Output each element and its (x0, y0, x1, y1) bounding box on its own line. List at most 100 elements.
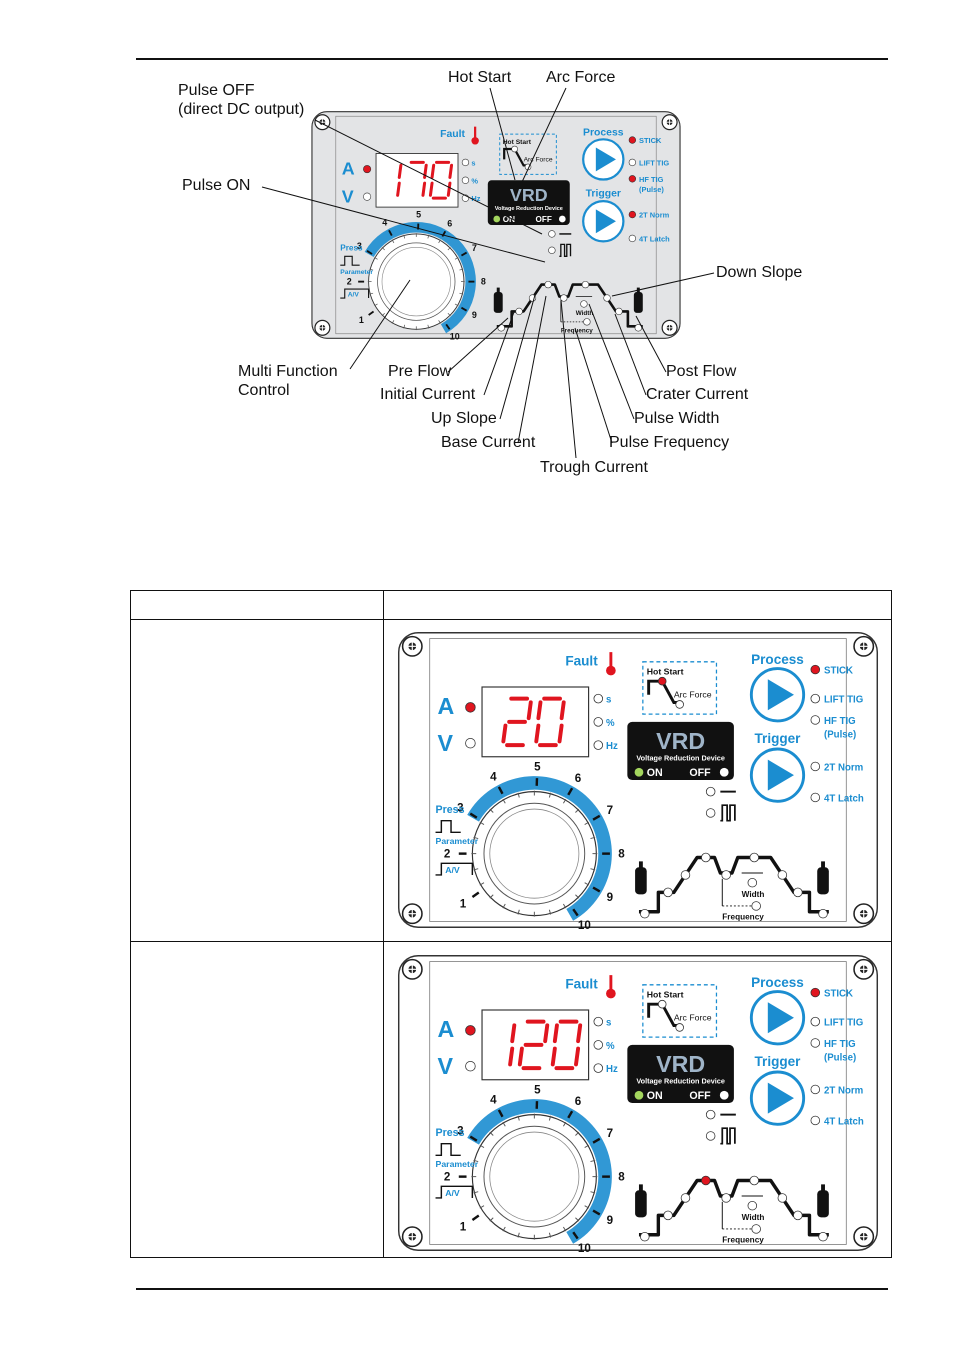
dial-tick (366, 250, 373, 255)
hot-start-label: Hot Start (647, 666, 684, 676)
dial-knob-face (489, 808, 580, 899)
width-led (580, 300, 588, 308)
vrd-off-led (719, 1090, 729, 1100)
dial-number: 9 (607, 1214, 614, 1227)
display-segment (517, 1046, 524, 1067)
hf-tig-sub-label: (Pulse) (824, 1052, 856, 1063)
dial-grip-line (473, 868, 479, 871)
dial-grip-line (489, 1217, 494, 1222)
width-label: Width (742, 1213, 765, 1222)
up-slope-led (680, 1193, 691, 1203)
dial-grip-line (374, 303, 378, 307)
dial-grip-line (548, 1115, 552, 1121)
dial-number: 6 (575, 772, 582, 785)
up-slope-led (680, 870, 691, 880)
dial-grip-line (427, 234, 430, 239)
dial-grip-line (391, 320, 395, 324)
dial-grip-line (575, 1131, 580, 1136)
dial-grip-line (575, 1217, 580, 1222)
dial-number: 6 (447, 219, 452, 229)
pre-flow-led (640, 1231, 650, 1242)
dial-number: 5 (416, 210, 421, 220)
dial-grip-line (459, 268, 464, 271)
callout-multi-function: Multi Function (238, 363, 338, 380)
screw-icon (853, 958, 875, 980)
panel-inner-frame (429, 961, 847, 1245)
crater-current-led (793, 887, 803, 898)
dial-number: 4 (490, 771, 497, 784)
dial-number: 8 (618, 848, 625, 861)
fault-label: Fault (440, 129, 465, 140)
dial-grip-line (391, 239, 395, 244)
peak-current-led (749, 1175, 759, 1186)
play-icon (767, 1082, 794, 1114)
pulse-off-led (705, 1109, 716, 1120)
display-segment (534, 723, 541, 744)
width-led (747, 877, 758, 888)
dial-tick (445, 323, 451, 330)
trough-current-led (721, 870, 731, 880)
table-row-divider (131, 941, 891, 942)
process-label: Process (751, 652, 804, 667)
post-flow-led (634, 324, 642, 332)
vrd-block (627, 1044, 734, 1103)
display-segment (397, 163, 403, 179)
dial-grip-line (502, 903, 506, 909)
dial-grip-line (590, 1159, 596, 1163)
fault-label: Fault (565, 977, 598, 992)
callout-trough-current: Trough Current (540, 459, 648, 476)
unit-s-label: s (606, 1018, 611, 1029)
4t-latch-led (810, 792, 821, 803)
dial-number: 3 (457, 1124, 464, 1137)
gas-bottle-valve (638, 861, 643, 869)
stick-led (810, 664, 821, 675)
width-led (747, 1200, 758, 1211)
initial-current-led (663, 887, 673, 898)
vrd-block (487, 180, 570, 225)
lift-tig-led (628, 158, 637, 167)
dial-number: 10 (578, 1242, 591, 1255)
arc-force-label: Arc Force (674, 1013, 712, 1023)
dial-grip-line (517, 909, 520, 915)
dial-tick (592, 886, 601, 893)
display-segment (508, 1046, 515, 1067)
dial-number: 7 (472, 243, 477, 253)
hf-tig-led (810, 1038, 821, 1048)
vrd-off-label: OFF (535, 215, 551, 224)
screw-icon (853, 1226, 875, 1248)
vrd-off-label: OFF (689, 767, 711, 779)
vrd-logo: VRD (656, 728, 705, 754)
dial-grip-line (369, 268, 374, 271)
width-label: Width (576, 310, 594, 317)
table-column-divider (383, 591, 384, 1257)
screw-icon (401, 958, 423, 980)
dial-grip-line (575, 808, 580, 813)
4t-latch-label: 4T Latch (824, 1116, 864, 1127)
post-flow-led (818, 908, 828, 919)
av-icon (340, 288, 370, 299)
frequency-label: Frequency (561, 327, 593, 334)
av-label: A/V (445, 1188, 460, 1198)
seven-segment-display (481, 1009, 590, 1081)
gas-bottle-icon (635, 867, 647, 895)
unit-s-led (593, 693, 604, 704)
dial-grip-line (502, 1226, 506, 1232)
stick-label: STICK (824, 665, 853, 676)
unit-percent-label: % (471, 176, 478, 185)
callout-initial-current: Initial Current (380, 386, 476, 403)
dial-grip-line (562, 903, 567, 909)
dial-number: 6 (575, 1095, 582, 1108)
dial-number: 5 (534, 760, 541, 773)
av-label: A/V (445, 865, 460, 875)
amp-label: A (437, 1016, 454, 1042)
dial-grip-line (454, 257, 459, 260)
dial-grip-line (438, 239, 441, 244)
base-current-led (701, 1175, 711, 1186)
arc-force-led (675, 1023, 684, 1032)
unit-hz-led (593, 740, 604, 750)
2t-norm-label: 2T Norm (639, 211, 670, 220)
